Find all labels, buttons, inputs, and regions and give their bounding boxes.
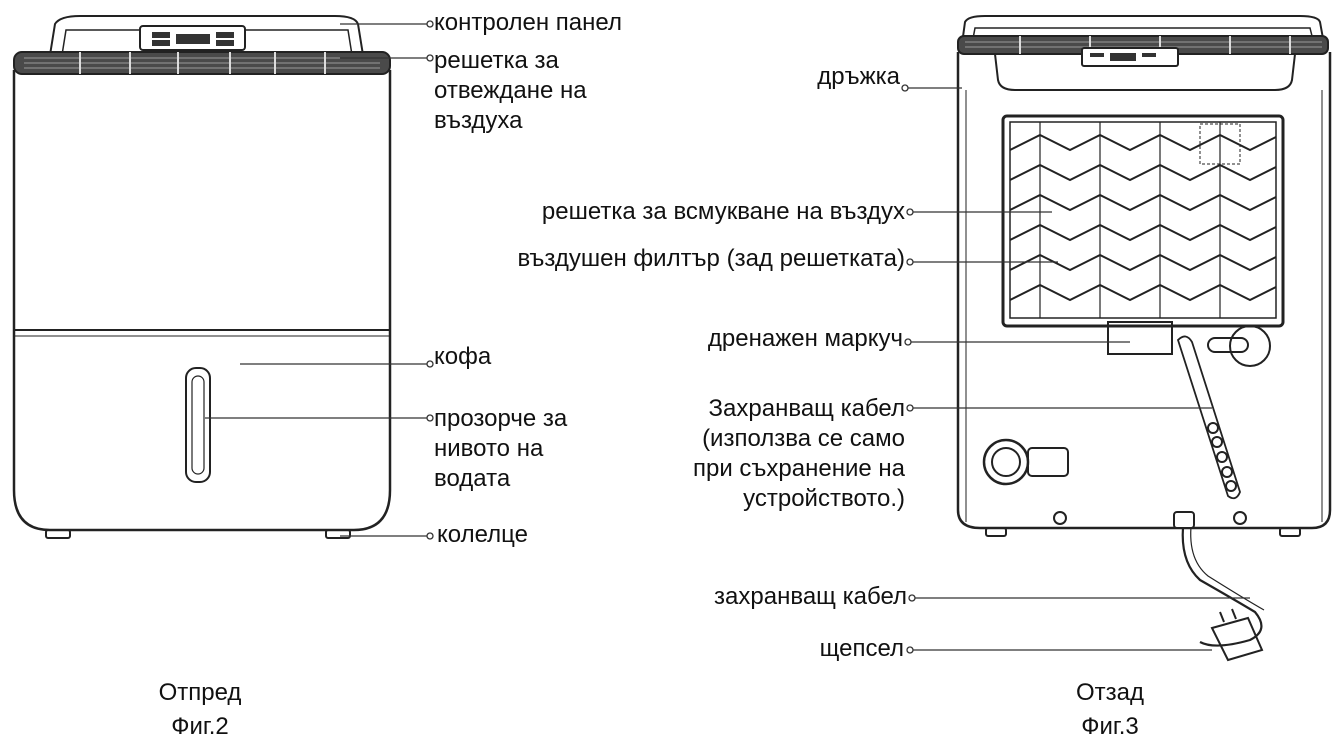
front-caption-view: Отпред bbox=[158, 679, 242, 706]
label-air-filter: въздушен филтър (зад решетката) bbox=[517, 245, 905, 272]
label-storage-cable-line4: устройството.) bbox=[743, 485, 905, 512]
front-exhaust-grille bbox=[13, 51, 391, 75]
label-exhaust-grille: решетка за отвеждане на въздуха bbox=[434, 46, 587, 136]
label-intake-grille: решетка за всмукване на въздух bbox=[541, 198, 905, 225]
front-wheels bbox=[45, 529, 351, 539]
back-caption: Отзад Фиг.3 bbox=[1020, 676, 1200, 744]
label-bucket: кофа bbox=[434, 343, 492, 370]
back-cable-knob bbox=[982, 438, 1069, 486]
label-exhaust-grille-line3: въздуха bbox=[434, 107, 523, 134]
back-unit-drawing bbox=[956, 15, 1332, 662]
back-caption-view: Отзад bbox=[1075, 679, 1144, 706]
back-cable-holder bbox=[1176, 335, 1241, 500]
back-intake-grille bbox=[1001, 114, 1285, 328]
label-storage-cable: Захранващ кабел (използва се само при съ… bbox=[500, 394, 905, 514]
label-storage-cable-line3: при съхранение на bbox=[693, 455, 905, 482]
label-exhaust-grille-line2: отвеждане на bbox=[434, 77, 587, 104]
label-storage-cable-line1: Захранващ кабел bbox=[708, 395, 905, 422]
label-control-panel: контролен панел bbox=[434, 9, 622, 36]
front-unit-drawing bbox=[12, 15, 392, 539]
back-caption-fig: Фиг.3 bbox=[1081, 713, 1139, 740]
label-water-window-line1: прозорче за bbox=[434, 405, 568, 432]
label-wheel: колелце bbox=[437, 521, 528, 548]
label-plug: щепсел bbox=[819, 635, 904, 662]
label-power-cable: захранващ кабел bbox=[714, 583, 907, 610]
label-drain-hose: дренажен маркуч bbox=[707, 325, 903, 352]
label-water-window-line3: водата bbox=[434, 465, 511, 492]
label-storage-cable-line2: (използва се само bbox=[702, 425, 905, 452]
label-water-window-line2: нивото на bbox=[434, 435, 544, 462]
label-exhaust-grille-line1: решетка за bbox=[434, 47, 559, 74]
back-drain-outlet bbox=[1107, 321, 1271, 367]
label-handle: дръжка bbox=[817, 63, 900, 90]
label-water-window: прозорче за нивото на водата bbox=[434, 404, 567, 494]
front-caption: Отпред Фиг.2 bbox=[110, 676, 290, 744]
front-caption-fig: Фиг.2 bbox=[171, 713, 229, 740]
front-water-window bbox=[185, 367, 211, 483]
front-control-panel bbox=[139, 25, 246, 51]
back-plug bbox=[1210, 608, 1264, 662]
leader-lines bbox=[205, 20, 1250, 654]
